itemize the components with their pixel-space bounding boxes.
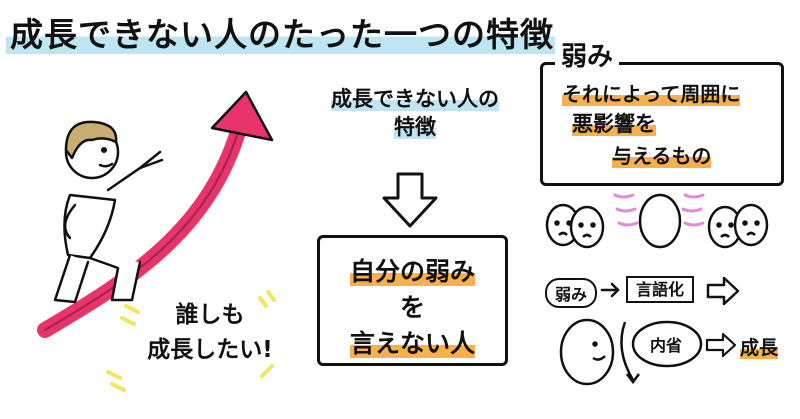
- right-arrow-icon: [600, 282, 620, 298]
- everyone-line2: 成長したい!: [147, 336, 273, 363]
- weakness-line2: 悪影響を: [572, 112, 656, 136]
- tension-lines: [613, 193, 705, 227]
- answer-line3: 言えない人: [349, 329, 475, 358]
- smiling-face-icon: [559, 318, 615, 386]
- reflection-bubble: [620, 320, 703, 385]
- right-arrow-icon: [706, 276, 740, 306]
- verbalize-box: 言語化: [626, 276, 695, 303]
- weakness-tag: 弱み: [545, 278, 598, 308]
- right-arrow-icon: [705, 332, 737, 358]
- page-title: 成長できない人のたった一つの特徴: [6, 8, 558, 56]
- climbing-scene: [37, 90, 276, 392]
- feature-line1: 成長できない人の: [331, 87, 499, 111]
- everyone-line1: 誰しも: [175, 302, 245, 328]
- growth-label: 成長: [740, 337, 779, 359]
- answer-line1: 自分の弱み: [349, 257, 475, 286]
- worried-face-icon: [707, 203, 769, 249]
- answer-line2: を: [399, 293, 425, 322]
- climbing-person-icon: [53, 120, 164, 304]
- sparkle-lines: [106, 290, 276, 392]
- reflection-scene: [559, 318, 737, 386]
- reflection-label: 内省: [650, 336, 683, 355]
- weakness-line1: それによって周囲に: [562, 82, 741, 106]
- rising-arrow-icon: [37, 90, 274, 338]
- faces-row: [545, 193, 769, 249]
- feature-line2: 特徴: [394, 115, 436, 140]
- down-arrow-icon: [382, 172, 438, 228]
- weakness-heading: 弱み: [555, 36, 620, 73]
- answer-box: 自分の弱み を 言えない人: [317, 235, 508, 366]
- worried-face-icon: [545, 203, 605, 249]
- everyone-wants-growth: 誰しも 成長したい!: [140, 298, 280, 367]
- feature-label: 成長できない人の 特徴: [325, 85, 505, 142]
- weakness-line3: 与えるもの: [612, 144, 712, 168]
- neutral-face-icon: [638, 193, 682, 249]
